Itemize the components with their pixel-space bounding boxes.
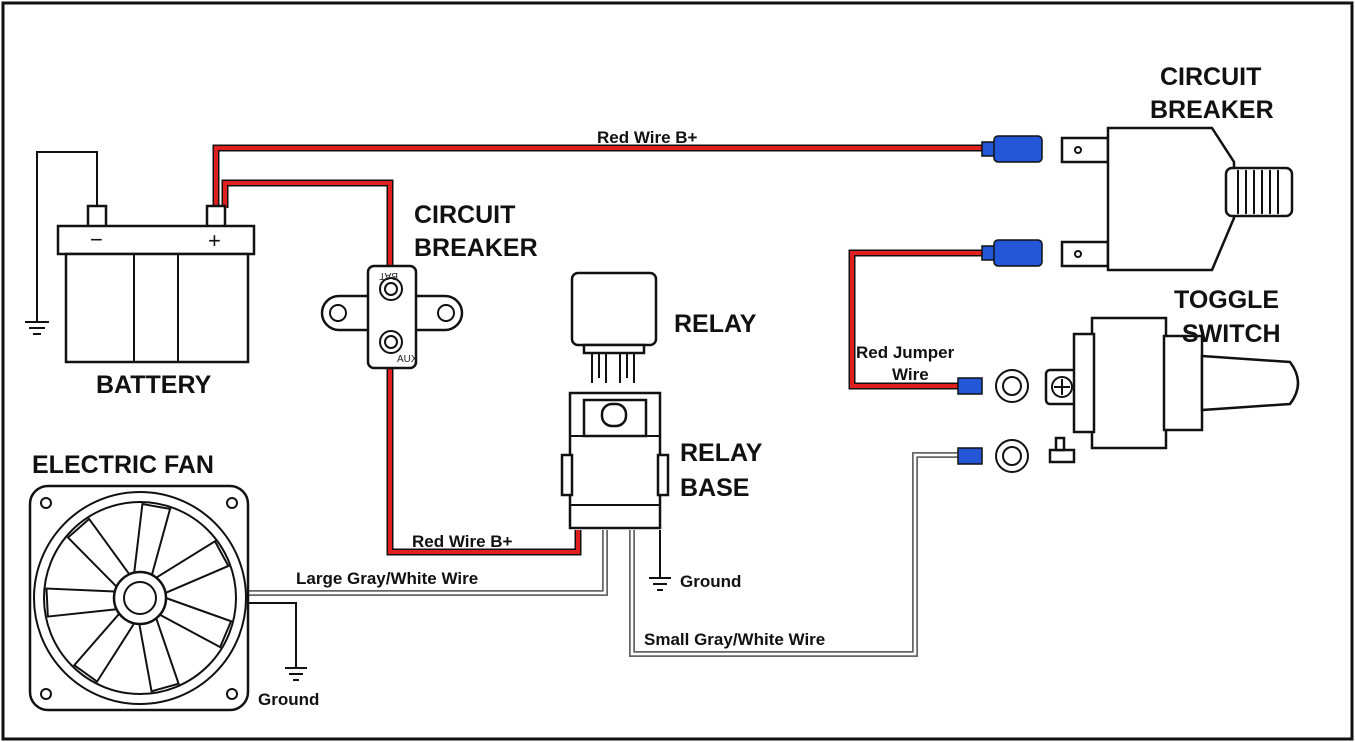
- red-jumper-wire: [848, 249, 986, 390]
- fan-blade: [159, 597, 233, 649]
- electric-fan: [28, 484, 250, 712]
- fan-blade: [155, 539, 230, 594]
- small-gray-wire: [629, 452, 962, 657]
- battery-ground-symbol: [25, 321, 49, 335]
- red-wire-top-label: Red Wire B+: [597, 128, 698, 147]
- fan-blade: [45, 587, 117, 618]
- toggle-switch-label-line2: SWITCH: [1182, 320, 1281, 348]
- red-wire-top: [212, 144, 986, 208]
- breaker-bat-mark: BAT: [379, 270, 398, 281]
- battery-positive-sign: +: [208, 228, 221, 253]
- breaker-aux-mark: AUX: [397, 354, 418, 365]
- battery: − +: [56, 204, 256, 364]
- circuit-breaker-right-label-line1: CIRCUIT: [1160, 63, 1261, 91]
- relay-base: [560, 391, 670, 530]
- relay-base-label-line2: BASE: [680, 474, 749, 502]
- relay-base-label-line1: RELAY: [680, 439, 763, 467]
- circuit-breaker-left: BAT AUX: [320, 264, 464, 370]
- fan-blade: [66, 517, 131, 588]
- fan-blade: [138, 618, 180, 693]
- red-jumper-wire-label-line1: Red Jumper: [856, 343, 955, 362]
- fan-ground-label: Ground: [258, 690, 319, 709]
- red-wire-battery-to-breaker: [221, 179, 394, 273]
- toggle-switch: [957, 316, 1300, 473]
- circuit-breaker-right: [981, 126, 1294, 272]
- battery-negative-sign: −: [90, 227, 103, 252]
- circuit-breaker-left-label-line2: BREAKER: [414, 234, 538, 262]
- red-jumper-wire-label-line2: Wire: [892, 365, 929, 384]
- fan-ground-symbol: [285, 667, 307, 681]
- electric-fan-label: ELECTRIC FAN: [32, 451, 214, 479]
- relay: [570, 271, 658, 383]
- fan-blade: [72, 613, 136, 684]
- large-gray-wire: [150, 530, 608, 596]
- circuit-breaker-left-label-line1: CIRCUIT: [414, 201, 515, 229]
- small-gray-wire-label: Small Gray/White Wire: [644, 630, 825, 649]
- relay-ground-label: Ground: [680, 572, 741, 591]
- red-wire-bottom-label: Red Wire B+: [412, 532, 513, 551]
- red-wire-bottom: [386, 355, 582, 556]
- battery-label: BATTERY: [96, 371, 212, 399]
- large-gray-wire-label: Large Gray/White Wire: [296, 569, 478, 588]
- circuit-breaker-right-label-line2: BREAKER: [1150, 96, 1274, 124]
- relay-label: RELAY: [674, 310, 757, 338]
- toggle-switch-label-line1: TOGGLE: [1174, 286, 1279, 314]
- fan-blade: [133, 502, 172, 576]
- relay-ground-symbol: [649, 577, 671, 591]
- battery-ground-wire: [36, 151, 98, 322]
